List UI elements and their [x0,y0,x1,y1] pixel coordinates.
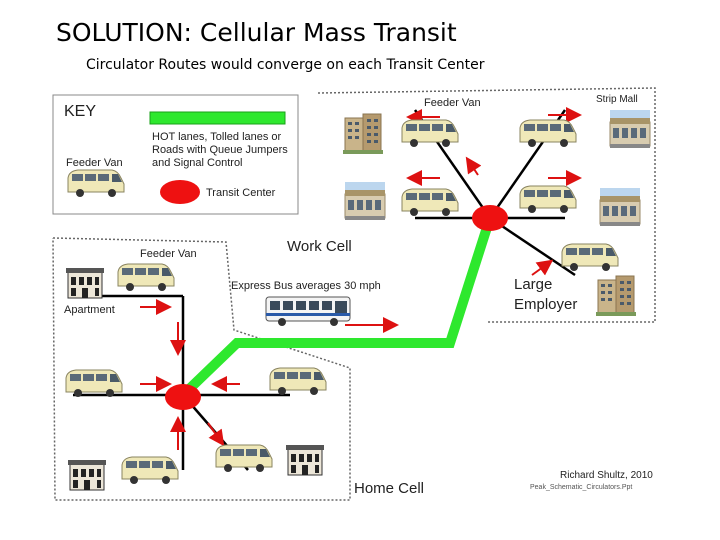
flow-arrows [140,107,582,450]
office-building-icon [342,113,384,155]
feeder-van-home-right [269,367,327,396]
feeder-van-home-bottom-right [215,444,273,473]
feeder-van-home-top [117,263,175,292]
home-transit-center [165,384,201,410]
work-transit-center [472,205,508,231]
credit-file-label: Peak_Schematic_Circulators.Ppt [530,484,633,491]
feeder-van-top-right [519,119,577,148]
large-employer-label-line-1: Large [514,276,553,293]
feeder-van-left-label: Feeder Van [140,248,197,260]
work-cell-label: Work Cell [287,238,352,255]
home-cell-label: Home Cell [354,480,425,497]
feeder-van-home-bottom-left [121,456,179,485]
key-lane-line-3: and Signal Control [152,157,243,169]
feeder-van-home-left [65,369,123,398]
large-employer-label-line-2: Employer [514,296,578,313]
key-heading: KEY [64,103,97,120]
key-lane-line-1: HOT lanes, Tolled lanes or [152,131,282,143]
slide-title: SOLUTION: Cellular Mass Transit [56,18,457,47]
work-cell-boundary [317,87,656,323]
credit-label: Richard Shultz, 2010 [560,470,653,481]
express-bus-label: Express Bus averages 30 mph [231,280,381,292]
apartment-bottom-icon [67,459,107,491]
slide-subtitle: Circulator Routes would converge on each… [86,57,485,73]
feeder-van-employer [561,243,619,272]
apartment-icon [65,267,105,299]
feeder-van-mid-left [401,188,459,217]
key-feeder-van-label: Feeder Van [66,157,123,169]
apartment-label: Apartment [64,304,115,316]
feeder-van-top-label: Feeder Van [424,97,481,109]
hot-lanes [178,213,495,400]
feeder-van-top-left [401,119,459,148]
key-transit-center-icon [160,180,200,204]
home-cell-boundary [52,237,351,501]
key-transit-center-label: Transit Center [206,187,276,199]
strip-mall-icon [609,109,651,149]
strip-mall-left-icon [344,181,386,221]
feeder-van-mid-right [519,185,577,214]
key-lane-line-2: Roads with Queue Jumpers [152,144,288,156]
express-bus-icon [265,296,351,326]
strip-mall-label: Strip Mall [596,94,638,105]
large-employer-building-icon [595,275,637,317]
apartment-bottom-right-icon [285,444,325,476]
key-lane-swatch [149,111,286,125]
strip-mall-right-icon [599,187,641,227]
